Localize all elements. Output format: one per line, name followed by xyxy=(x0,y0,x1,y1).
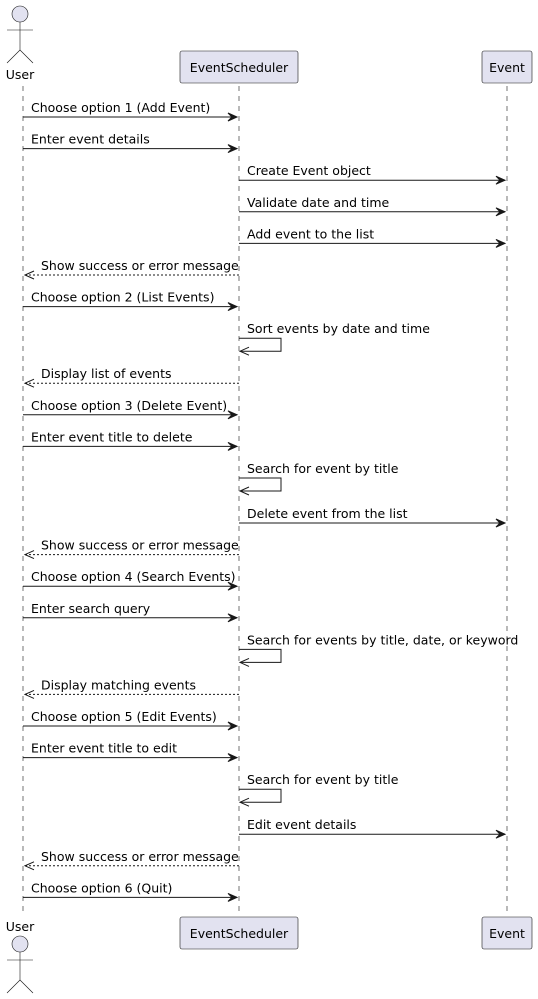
arrow-head xyxy=(238,797,250,807)
message-label: Enter event title to delete xyxy=(31,429,193,444)
participant-event-bottom-label: Event xyxy=(489,926,525,941)
arrow-head xyxy=(23,550,35,560)
message-label: Display list of events xyxy=(41,366,172,381)
message-22: Edit event details xyxy=(239,817,507,839)
arrow-head xyxy=(23,378,35,388)
actor-icon xyxy=(6,5,34,64)
message-1: Choose option 1 (Add Event) xyxy=(23,100,239,122)
message-label: Show success or error message xyxy=(41,258,239,273)
arrow-head xyxy=(227,753,239,763)
arrow-head xyxy=(238,346,250,356)
message-4: Validate date and time xyxy=(239,195,507,217)
arrow-head xyxy=(238,486,250,496)
message-7: Choose option 2 (List Events) xyxy=(23,290,239,312)
arrow-head xyxy=(227,410,239,420)
message-21: Search for event by title xyxy=(238,772,399,807)
message-label: Choose option 3 (Delete Event) xyxy=(31,398,227,413)
message-16: Enter search query xyxy=(23,601,239,623)
participant-eventscheduler-top-label: EventScheduler xyxy=(190,60,289,75)
message-label: Enter event title to edit xyxy=(31,741,177,756)
actor-user-top-label: User xyxy=(6,67,35,82)
arrow-head xyxy=(495,207,507,217)
message-24: Choose option 6 (Quit) xyxy=(23,880,239,902)
message-label: Add event to the list xyxy=(247,226,374,241)
message-20: Enter event title to edit xyxy=(23,741,239,763)
arrow-head xyxy=(227,112,239,122)
message-label: Search for events by title, date, or key… xyxy=(247,632,518,647)
participant-eventscheduler-top: EventScheduler xyxy=(179,50,299,84)
message-label: Edit event details xyxy=(247,817,356,832)
arrow-head xyxy=(227,441,239,451)
arrow-head xyxy=(495,175,507,185)
arrow-head xyxy=(23,861,35,871)
message-label: Validate date and time xyxy=(247,195,390,210)
message-label: Choose option 4 (Search Events) xyxy=(31,569,236,584)
message-15: Choose option 4 (Search Events) xyxy=(23,569,239,591)
arrow-head xyxy=(227,721,239,731)
arrow-head xyxy=(495,829,507,839)
participant-eventscheduler-bottom-label: EventScheduler xyxy=(190,926,289,941)
message-2: Enter event details xyxy=(23,132,239,154)
participant-eventscheduler-bottom: EventScheduler xyxy=(179,916,299,950)
message-label: Enter event details xyxy=(31,132,150,147)
actor-icon xyxy=(6,935,34,994)
actor-user-bottom: User xyxy=(6,919,35,994)
message-23: Show success or error message xyxy=(23,849,239,871)
message-label: Choose option 2 (List Events) xyxy=(31,290,214,305)
message-label: Show success or error message xyxy=(41,849,239,864)
message-19: Choose option 5 (Edit Events) xyxy=(23,709,239,731)
arrow-head xyxy=(238,657,250,667)
message-label: Choose option 1 (Add Event) xyxy=(31,100,210,115)
message-label: Search for event by title xyxy=(247,461,399,476)
message-5: Add event to the list xyxy=(239,226,507,248)
participant-event-bottom: Event xyxy=(481,916,533,950)
message-12: Search for event by title xyxy=(238,461,399,496)
message-label: Search for event by title xyxy=(247,772,399,787)
message-6: Show success or error message xyxy=(23,258,239,280)
actor-user-bottom-label: User xyxy=(6,919,35,934)
arrow-head xyxy=(23,270,35,280)
self-message-line xyxy=(239,337,282,352)
arrow-head xyxy=(495,238,507,248)
message-label: Choose option 6 (Quit) xyxy=(31,880,172,895)
message-label: Delete event from the list xyxy=(247,506,408,521)
message-3: Create Event object xyxy=(239,163,507,185)
message-label: Enter search query xyxy=(31,601,151,616)
arrow-head xyxy=(227,581,239,591)
message-18: Display matching events xyxy=(23,677,239,699)
arrow-head xyxy=(227,613,239,623)
messages-group: Choose option 1 (Add Event) Enter event d… xyxy=(23,100,518,902)
actor-user-top: User xyxy=(6,5,35,82)
message-label: Create Event object xyxy=(247,163,371,178)
arrow-head xyxy=(23,689,35,699)
message-8: Sort events by date and time xyxy=(238,321,430,356)
message-17: Search for events by title, date, or key… xyxy=(238,632,518,667)
self-message-line xyxy=(239,477,282,492)
arrow-head xyxy=(227,892,239,902)
arrow-head xyxy=(227,302,239,312)
message-11: Enter event title to delete xyxy=(23,429,239,451)
message-9: Display list of events xyxy=(23,366,239,388)
arrow-head xyxy=(227,144,239,154)
participant-event-top: Event xyxy=(481,50,533,84)
message-14: Show success or error message xyxy=(23,538,239,560)
message-13: Delete event from the list xyxy=(239,506,507,528)
message-label: Choose option 5 (Edit Events) xyxy=(31,709,217,724)
self-message-line xyxy=(239,648,282,663)
participant-event-top-label: Event xyxy=(489,60,525,75)
message-10: Choose option 3 (Delete Event) xyxy=(23,398,239,420)
message-label: Display matching events xyxy=(41,677,196,692)
arrow-head xyxy=(495,518,507,528)
message-label: Show success or error message xyxy=(41,538,239,553)
message-label: Sort events by date and time xyxy=(247,321,430,336)
self-message-line xyxy=(239,788,282,803)
